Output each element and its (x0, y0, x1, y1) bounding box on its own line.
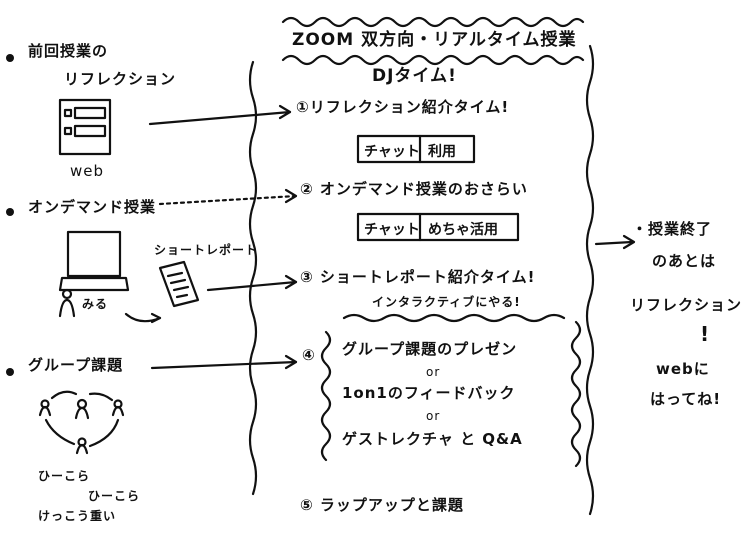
bullet-1 (6, 54, 14, 62)
left-item3-label: グループ課題 (28, 356, 124, 374)
group-link-1 (50, 390, 78, 400)
step-4-line-3: ゲストレクチャ と Q&A (342, 430, 523, 448)
step-4-line-1: グループ課題のプレゼン (342, 340, 518, 358)
arrow-3 (206, 280, 298, 292)
arrow-2 (158, 194, 298, 206)
web-caption: web (70, 162, 105, 180)
interactive-wave (342, 313, 566, 323)
bullet-2 (6, 208, 14, 216)
step-4-number: ④ (302, 346, 316, 364)
step-4-or-1: or (426, 365, 441, 379)
short-report-paper (158, 260, 200, 308)
box1-a: チャット (364, 144, 420, 160)
right-line-2: のあとは (652, 252, 717, 270)
group-link-3 (88, 418, 120, 448)
computer-sketch (66, 230, 122, 278)
group-link-2 (88, 392, 114, 402)
step-4-or-2: or (426, 409, 441, 423)
arrow-right (594, 240, 634, 246)
step4-bracket-right (570, 320, 582, 468)
right-line-3: リフレクション (630, 296, 743, 314)
right-divider (585, 44, 595, 516)
title-wave-bottom (281, 54, 585, 66)
person-caption: みる (82, 297, 109, 311)
group-link-4 (44, 418, 76, 446)
right-line-1: ・授業終了 (632, 220, 713, 238)
box1-b: 利用 (428, 144, 456, 160)
arrow-1 (148, 110, 292, 126)
step-1: ①リフレクション紹介タイム! (296, 98, 510, 116)
group-caption-1: ひーこら (38, 469, 91, 483)
right-line-6: はってね! (650, 390, 722, 408)
left-item2-label: オンデマンド授業 (28, 198, 157, 216)
left-divider (248, 60, 258, 496)
group-caption-3: けっこう重い (38, 509, 117, 523)
box2-a: チャット (364, 222, 420, 238)
step-5: ⑤ ラップアップと課題 (300, 496, 464, 514)
step-2: ② オンデマンド授業のおさらい (300, 180, 528, 198)
right-line-4: ! (700, 322, 711, 346)
right-line-5: webに (656, 360, 710, 378)
web-page-sketch (58, 98, 112, 156)
title-line-1: ZOOM 双方向・リアルタイム授業 (292, 30, 577, 50)
person-sketch (61, 288, 73, 300)
arrow-4 (150, 360, 298, 370)
box2-b: めちゃ活用 (428, 222, 498, 238)
step-3: ③ ショートレポート紹介タイム! (300, 268, 536, 286)
step4-bracket-left (320, 330, 332, 462)
bullet-3 (6, 368, 14, 376)
left-item1-label2: リフレクション (64, 70, 177, 88)
chat-box-1 (356, 134, 476, 164)
group-caption-2: ひーこら (88, 489, 141, 503)
step-4-line-2: 1on1のフィードバック (342, 384, 516, 402)
interactive-note: インタラクティブにやる! (372, 295, 521, 309)
short-report-caption: ショートレポート (154, 243, 259, 257)
left-item1-label: 前回授業の (28, 42, 109, 60)
title-line-2: DJタイム! (372, 66, 457, 86)
title-wave-top (281, 16, 585, 28)
chat-box-2 (356, 212, 520, 242)
